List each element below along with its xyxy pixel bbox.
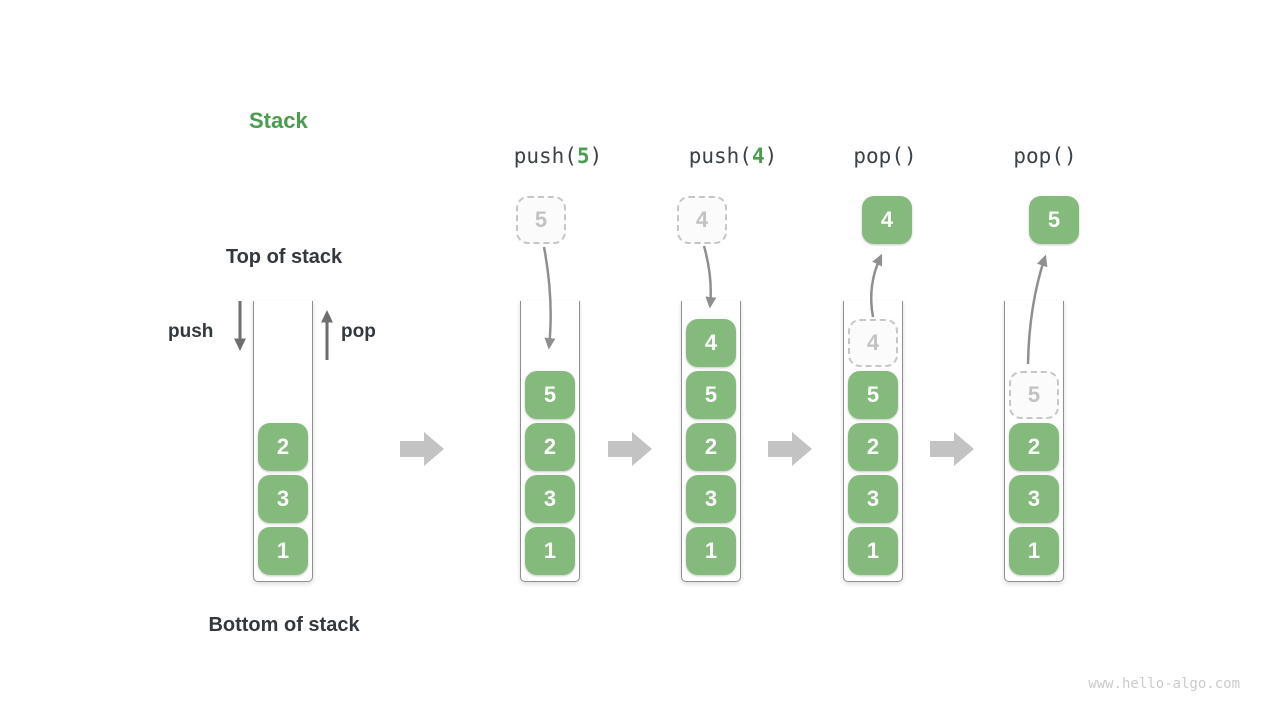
op-text: push( xyxy=(513,144,577,168)
element-value: 5 xyxy=(1047,207,1061,232)
element-value: 5 xyxy=(1027,382,1041,407)
element-value: 2 xyxy=(543,434,557,459)
element-value: 1 xyxy=(1027,538,1041,563)
element-value: 3 xyxy=(276,486,290,511)
element-value: 2 xyxy=(276,434,290,459)
stack-element: 2 xyxy=(258,423,308,471)
stack-element: 1 xyxy=(686,527,736,575)
element-value: 3 xyxy=(704,486,718,511)
bottom-of-stack-label: Bottom of stack xyxy=(208,614,360,636)
stack-element: 3 xyxy=(848,475,898,523)
element-value: 4 xyxy=(880,207,894,232)
element-value: 5 xyxy=(534,207,548,232)
page-title: Stack xyxy=(249,108,308,133)
op-arg: 5 xyxy=(576,144,590,168)
element-value: 2 xyxy=(704,434,718,459)
op-arg: 4 xyxy=(751,144,765,168)
stack-element: 3 xyxy=(1009,475,1059,523)
element-value: 4 xyxy=(704,330,718,355)
stack-element: 3 xyxy=(258,475,308,523)
stack-element-removed: 5 xyxy=(1009,371,1059,419)
stack-container-pop-5: 5 2 3 1 xyxy=(1004,301,1064,582)
stack-element: 4 xyxy=(686,319,736,367)
floating-element-popped-5: 5 xyxy=(1029,196,1079,244)
stack-element: 1 xyxy=(1009,527,1059,575)
stack-element: 1 xyxy=(525,527,575,575)
op-text: pop() xyxy=(853,144,917,168)
element-value: 5 xyxy=(704,382,718,407)
op-label-pop-1: pop() xyxy=(853,144,916,168)
stack-element: 2 xyxy=(1009,423,1059,471)
stack-element: 5 xyxy=(525,371,575,419)
stage-transition-arrow-icon xyxy=(768,432,812,466)
floating-element-dashed-5: 5 xyxy=(516,196,566,244)
stack-element: 2 xyxy=(686,423,736,471)
element-value: 1 xyxy=(276,538,290,563)
stage-transition-arrow-icon xyxy=(400,432,444,466)
push-label: push xyxy=(168,321,214,342)
element-value: 2 xyxy=(866,434,880,459)
stack-element: 2 xyxy=(848,423,898,471)
element-value: 1 xyxy=(543,538,557,563)
stack-container-push-4: 4 5 2 3 1 xyxy=(681,301,741,582)
op-text: pop() xyxy=(1013,144,1077,168)
element-value: 4 xyxy=(695,207,709,232)
element-value: 3 xyxy=(543,486,557,511)
op-text: ) xyxy=(589,144,603,168)
element-value: 5 xyxy=(866,382,880,407)
stage-transition-arrow-icon xyxy=(930,432,974,466)
stack-element: 3 xyxy=(686,475,736,523)
op-label-push-4: push(4) xyxy=(689,144,778,168)
floating-element-popped-4: 4 xyxy=(862,196,912,244)
stage-transition-arrow-icon xyxy=(608,432,652,466)
floating-element-dashed-4: 4 xyxy=(677,196,727,244)
stack-element-removed: 4 xyxy=(848,319,898,367)
op-text: push( xyxy=(688,144,752,168)
pop-label: pop xyxy=(341,321,376,342)
op-label-push-5: push(5) xyxy=(514,144,603,168)
op-text: ) xyxy=(764,144,778,168)
element-value: 4 xyxy=(866,330,880,355)
stack-element: 1 xyxy=(258,527,308,575)
stack-element: 5 xyxy=(686,371,736,419)
element-value: 1 xyxy=(866,538,880,563)
op-label-pop-2: pop() xyxy=(1013,144,1076,168)
watermark: www.hello-algo.com xyxy=(1088,676,1240,692)
stack-container-push-5: 5 2 3 1 xyxy=(520,301,580,582)
push-4-flow-arrow-icon xyxy=(702,245,717,309)
stack-element: 1 xyxy=(848,527,898,575)
stack-element: 3 xyxy=(525,475,575,523)
stack-element: 2 xyxy=(525,423,575,471)
element-value: 3 xyxy=(1027,486,1041,511)
element-value: 5 xyxy=(543,382,557,407)
element-value: 1 xyxy=(704,538,718,563)
stack-element: 5 xyxy=(848,371,898,419)
element-value: 2 xyxy=(1027,434,1041,459)
stack-container-pop-4: 4 5 2 3 1 xyxy=(843,301,903,582)
element-value: 3 xyxy=(866,486,880,511)
top-of-stack-label: Top of stack xyxy=(225,246,343,268)
stack-container-initial: 2 3 1 xyxy=(253,301,313,582)
